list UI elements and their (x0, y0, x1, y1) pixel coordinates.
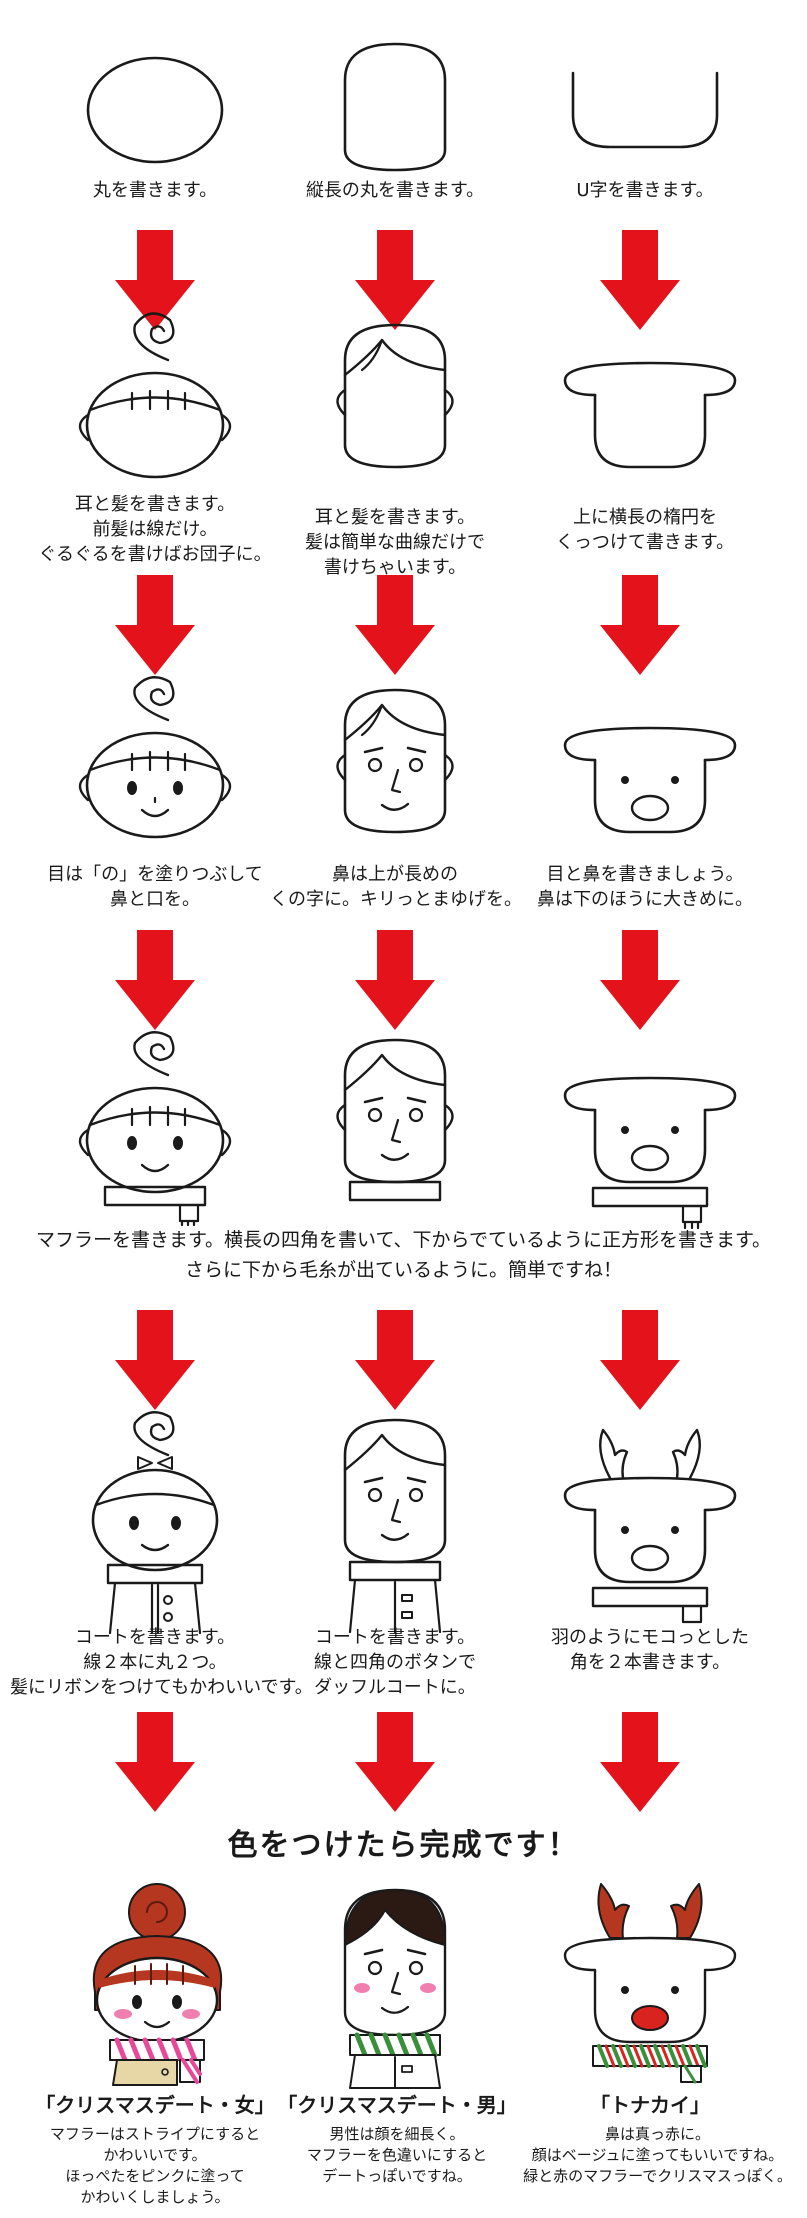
caption-row5-reindeer: 羽のようにモコっとした 角を２本書きます。 (551, 1627, 749, 1673)
step1-girl-circle (86, 56, 224, 164)
step3-boy-face (336, 688, 454, 834)
step2-girl-hair (78, 312, 232, 479)
caption-row3-girl: 目は「の」を塗りつぶして 鼻と口を。 (47, 864, 263, 910)
final-name-reindeer: 「トナカイ」 (590, 2093, 710, 2117)
step3-girl-face (78, 676, 232, 839)
down-arrow-icon (115, 575, 195, 675)
final-desc-girl: マフラーはストライプにすると かわいいです。 ほっぺたをピンクに塗って かわいく… (49, 2125, 261, 2206)
caption-scarf-line1: マフラーを書きます。横長の四角を書いて、下からでているように正方形を書きます。 (35, 1229, 772, 1251)
caption-scarf-line2: さらに下から毛糸が出ているように。簡単ですね！ (184, 1259, 622, 1281)
step4-reindeer-scarf (563, 1076, 737, 1230)
down-arrow-icon (355, 230, 435, 330)
step2-reindeer-head (563, 361, 737, 469)
caption-row2-reindeer: 上に横長の楕円を くっつけて書きます。 (555, 507, 735, 553)
down-arrow-icon (600, 230, 680, 330)
down-arrow-icon (355, 930, 435, 1030)
down-arrow-icon (115, 1310, 195, 1410)
step4-girl-scarf (78, 1031, 232, 1227)
down-arrow-icon (115, 930, 195, 1030)
down-arrow-icon (600, 1310, 680, 1410)
step1-reindeer-u (571, 71, 719, 149)
down-arrow-icon (115, 230, 195, 330)
step5-boy-coat (343, 1418, 447, 1634)
final-desc-boy: 男性は顔を細長く。 マフラーを色違いにすると デートっぽいですね。 (306, 2125, 488, 2185)
caption-row3-boy: 鼻は上が長めの くの字に。キリっとまゆげを。 (270, 864, 522, 910)
caption-row1-boy: 縦長の丸を書きます。 (305, 180, 485, 201)
caption-row5-girl: コートを書きます。 線２本に丸２つ。 髪にリボンをつけてもかわいいです。 (10, 1627, 313, 1698)
down-arrow-icon (115, 1712, 195, 1812)
step5-reindeer-antlers (563, 1428, 737, 1624)
final-desc-reindeer: 鼻は真っ赤に。 顔はベージュに塗ってもいいですね。 緑と赤のマフラーでクリスマス… (523, 2125, 792, 2185)
final-title: 色をつけたら完成です！ (227, 1828, 580, 1863)
down-arrow-icon (355, 1712, 435, 1812)
down-arrow-icon (600, 1712, 680, 1812)
caption-row2-boy: 耳と髪を書きます。 髪は簡単な曲線だけで 書けちゃいます。 (305, 507, 485, 578)
caption-row1-reindeer: U字を書きます。 (576, 180, 714, 201)
final-girl-colored (92, 1883, 223, 2086)
down-arrow-icon (355, 575, 435, 675)
step1-boy-oval (343, 42, 447, 172)
final-name-girl: 「クリスマスデート・女」 (35, 2093, 275, 2117)
step3-reindeer-face (563, 726, 737, 834)
down-arrow-icon (600, 575, 680, 675)
caption-row2-girl: 耳と髪を書きます。 前髪は線だけ。 ぐるぐるを書けばお団子に。 (38, 494, 272, 565)
step5-girl-coat (91, 1411, 219, 1635)
step4-boy-scarf (336, 1038, 454, 1202)
caption-row5-boy: コートを書きます。 線と四角のボタンで ダッフルコートに。 (314, 1627, 476, 1698)
step2-boy-hair (336, 323, 454, 469)
final-reindeer-colored (563, 1883, 737, 2084)
down-arrow-icon (600, 930, 680, 1030)
caption-row1-girl: 丸を書きます。 (92, 180, 218, 201)
caption-row3-reindeer: 目と鼻を書きましょう。 鼻は下のほうに大きめに。 (537, 864, 753, 910)
down-arrow-icon (355, 1310, 435, 1410)
final-boy-colored (343, 1888, 447, 2089)
final-name-boy: 「クリスマスデート・男」 (277, 2093, 517, 2117)
